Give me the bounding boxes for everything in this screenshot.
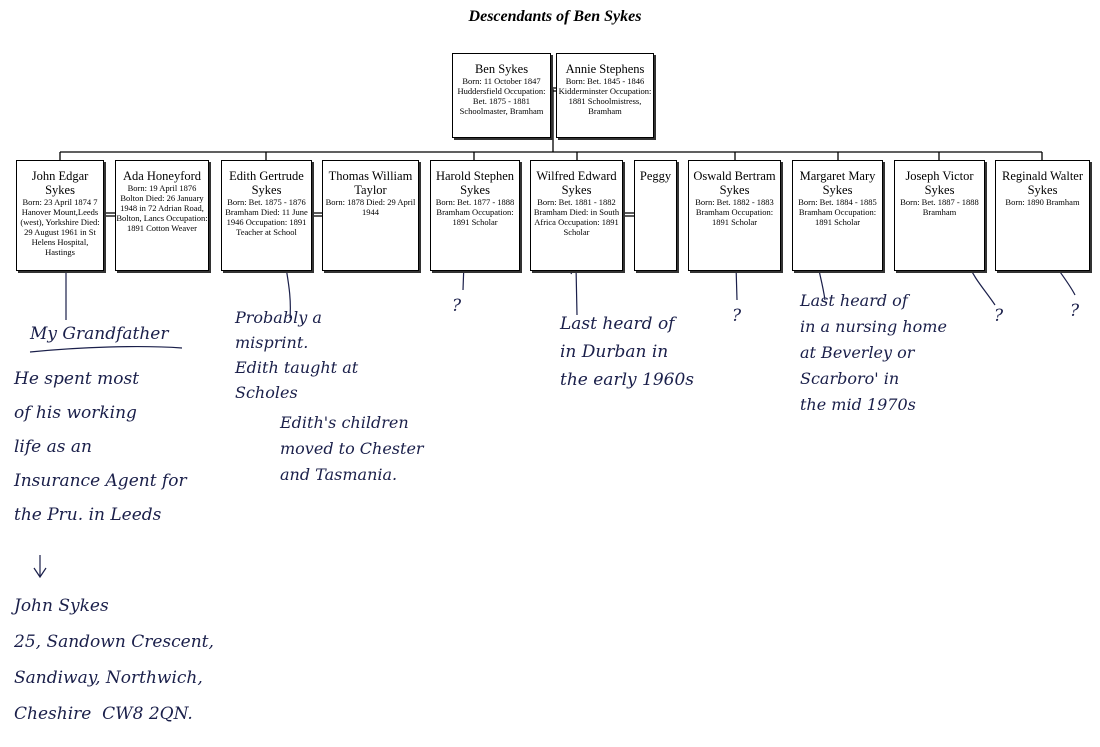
person-details: Born: 1878 Died: 29 April 1944 (325, 197, 416, 217)
note-question-oswald: ? (732, 306, 742, 326)
person-name: Edith Gertrude Sykes (229, 169, 304, 197)
note-margaret: Last heard of in a nursing home at Bever… (800, 291, 947, 414)
chart-title: Descendants of Ben Sykes (468, 8, 642, 25)
person-name: Ada Honeyford (122, 169, 202, 183)
note-edith-misprint: Probably a misprint. Edith taught at Sch… (235, 308, 359, 402)
person-details: Born: 19 April 1876 Bolton Died: 26 Janu… (116, 183, 208, 233)
person-details: Born: 11 October 1847 Huddersfield Occup… (457, 76, 546, 116)
note-question-reginald: ? (1070, 301, 1080, 321)
person-name: Joseph Victor Sykes (905, 169, 974, 197)
person-details: Born: 23 April 1874 7 Hanover Mount,Leed… (20, 197, 100, 257)
person-name: Thomas William Taylor (328, 169, 413, 197)
person-details: Born: 1890 Bramham (1005, 197, 1080, 207)
person-details: Born: Bet. 1882 - 1883 Bramham Occupatio… (695, 197, 774, 227)
person-details: Born: Bet. 1887 - 1888 Bramham (900, 197, 979, 217)
person-box-ben-sykes[interactable]: Ben Sykes Born: 11 October 1847 Huddersf… (452, 53, 551, 138)
person-name: Annie Stephens (565, 62, 645, 76)
person-name: Reginald Walter Sykes (1001, 169, 1084, 197)
note-address: John Sykes 25, Sandown Crescent, Sandiwa… (14, 596, 214, 724)
person-name: Peggy (639, 169, 672, 183)
person-details: Born: Bet. 1881 - 1882 Bramham Died: in … (533, 197, 620, 237)
person-box-annie-stephens[interactable]: Annie Stephens Born: Bet. 1845 - 1846 Ki… (556, 53, 654, 138)
person-name: Wilfred Edward Sykes (536, 169, 617, 197)
note-working-life: He spent most of his working life as an … (14, 369, 187, 525)
person-name: Harold Stephen Sykes (435, 169, 515, 197)
person-box-peggy[interactable]: Peggy (634, 160, 677, 271)
person-name: Ben Sykes (474, 62, 529, 76)
person-name: Oswald Bertram Sykes (693, 169, 776, 197)
note-edith-children: Edith's children moved to Chester and Ta… (280, 413, 424, 484)
person-name: John Edgar Sykes (31, 169, 89, 197)
person-name: Margaret Mary Sykes (799, 169, 876, 197)
person-details: Born: Bet. 1877 - 1888 Bramham Occupatio… (435, 197, 515, 227)
note-question-harold: ? (452, 296, 462, 316)
person-details: Born: Bet. 1875 - 1876 Bramham Died: 11 … (225, 197, 308, 237)
note-question-joseph: ? (994, 306, 1004, 326)
person-details: Born: Bet. 1884 - 1885 Bramham Occupatio… (798, 197, 877, 227)
note-wilfred: Last heard of in Durban in the early 196… (560, 314, 694, 390)
person-details: Born: Bet. 1845 - 1846 Kidderminster Occ… (558, 76, 652, 116)
note-grandfather: My Grandfather (30, 324, 169, 344)
